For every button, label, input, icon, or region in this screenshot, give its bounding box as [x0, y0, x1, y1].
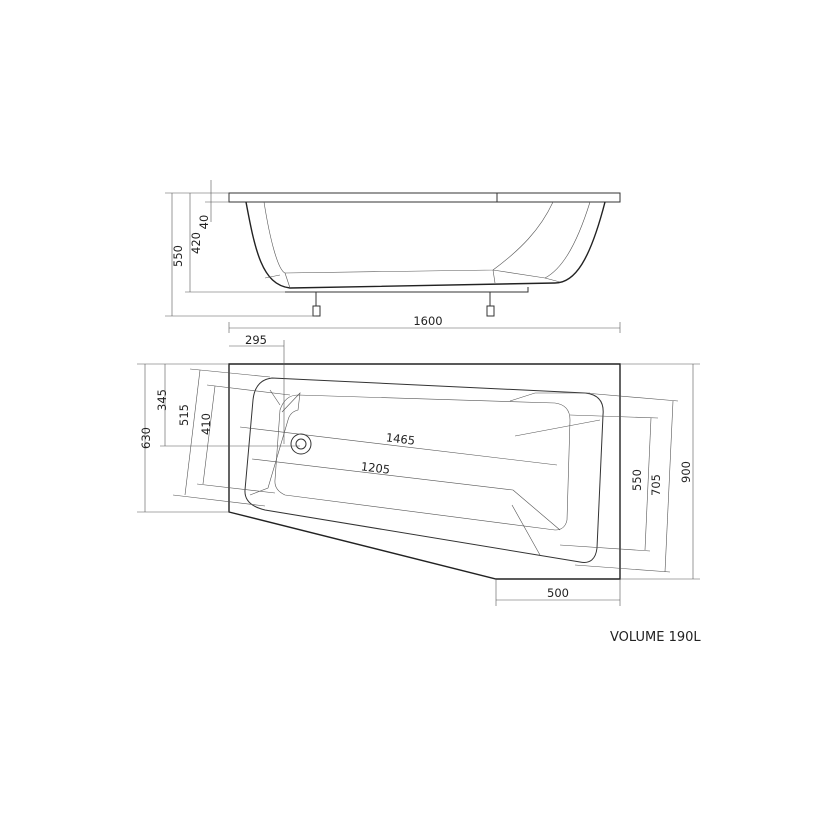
- dim-630-label: 630: [139, 427, 153, 449]
- volume-label: VOLUME 190L: [610, 630, 701, 645]
- dim-550-plan-label: 550: [630, 469, 644, 491]
- tub-body-outer: [245, 201, 606, 289]
- side-view: 550 420 40 1600: [165, 180, 621, 333]
- outer-outline: [228, 363, 621, 580]
- plan-view: 295 1465 1205 630 345 515 410 550 705 90…: [137, 333, 700, 606]
- dim-1600-label: 1600: [413, 314, 442, 328]
- dim-705-label: 705: [649, 474, 663, 496]
- dim-1465-label: 1465: [385, 430, 416, 447]
- drain-icon: [290, 433, 312, 455]
- leg-right: [486, 292, 495, 317]
- dim-515-label: 515: [177, 404, 191, 426]
- dim-420-label: 420: [189, 232, 203, 254]
- dim-345-label: 345: [155, 389, 169, 411]
- dim-500-label: 500: [547, 586, 569, 600]
- dim-900-label: 900: [679, 461, 693, 483]
- dim-40-label: 40: [197, 215, 211, 230]
- dim-410-label: 410: [199, 413, 213, 435]
- tub-rim-inner: [244, 377, 604, 563]
- dim-1205-label: 1205: [360, 459, 391, 476]
- dim-295-label: 295: [245, 333, 267, 347]
- dim-550-label: 550: [171, 245, 185, 267]
- leg-left: [312, 292, 321, 317]
- rim: [228, 192, 621, 203]
